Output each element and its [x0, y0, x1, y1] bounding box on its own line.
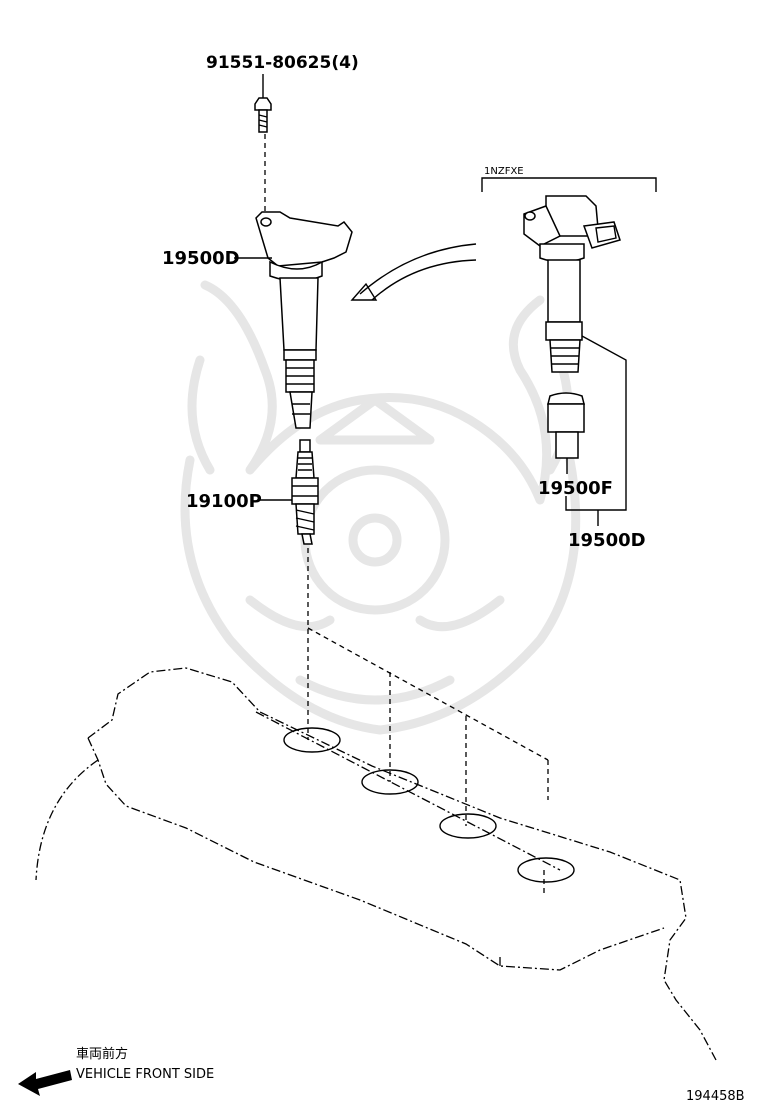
vehicle-front-arrow-icon: [18, 1070, 72, 1096]
illustration-number: 194458B: [686, 1089, 745, 1104]
vehicle-front-label-ja: 車両前方: [76, 1046, 128, 1062]
coil-boot-part-number[interactable]: 19500F: [538, 478, 613, 499]
variant-arrow: [350, 243, 477, 301]
spark-plug[interactable]: [291, 439, 319, 545]
coil-boot[interactable]: [547, 392, 585, 459]
assembly-bracket: [565, 335, 627, 526]
ignition-coil[interactable]: [255, 211, 353, 429]
bolt-part-number[interactable]: 91551-80625(4): [206, 53, 359, 73]
vehicle-front-label: VEHICLE FRONT SIDE: [76, 1067, 214, 1082]
variant-bracket: [481, 177, 657, 192]
coil-part-number[interactable]: 19500D: [162, 248, 240, 269]
coil-assembly-part-number[interactable]: 19500D: [568, 530, 646, 551]
variant-ignition-coil[interactable]: [523, 195, 621, 373]
installation-guide-lines: [307, 548, 549, 896]
bolt[interactable]: [254, 97, 272, 133]
engine-variant-label: 1NZFXE: [484, 166, 524, 177]
spark-plug-part-number[interactable]: 19100P: [186, 491, 262, 512]
cylinder-head: [35, 667, 717, 1061]
